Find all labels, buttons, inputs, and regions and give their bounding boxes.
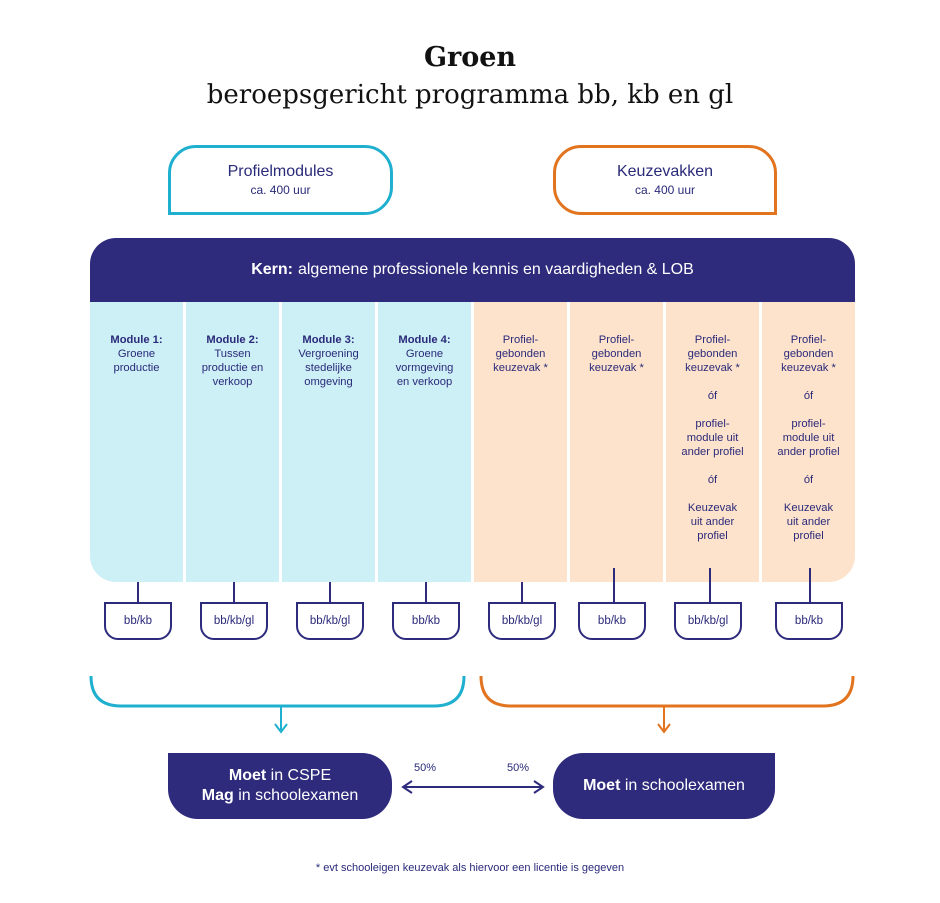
footnote: * evt schooleigen keuzevak als hiervoor … <box>315 862 625 874</box>
profielmodules-header: Profielmodules ca. 400 uur <box>168 145 393 215</box>
right-bracket <box>479 675 855 708</box>
column-keuzevak-1: Profiel- gebonden keuzevak * <box>474 302 567 582</box>
left-bracket-arrowhead <box>274 723 288 734</box>
column-text: gebonden <box>783 348 834 360</box>
column-text: profiel <box>793 530 824 542</box>
column-text: gebonden <box>687 348 738 360</box>
connector-line <box>521 582 523 602</box>
column-module-4: Module 4: Groene vormgeving en verkoop <box>378 302 471 582</box>
exam-bold: Mag <box>201 787 234 804</box>
connector-line <box>137 582 139 602</box>
column-text: Vergroening <box>298 348 359 360</box>
column-module-1: Module 1: Groene productie <box>90 302 183 582</box>
percent-left: 50% <box>414 762 437 774</box>
column-text: Groene <box>405 348 444 360</box>
column-text: óf <box>707 390 718 402</box>
keuzevakken-title: Keuzevakken <box>616 163 714 180</box>
column-text: Tussen <box>214 348 251 360</box>
connector-line <box>425 582 427 602</box>
column-text: Keuzevak <box>783 502 834 514</box>
double-arrow-left-head <box>401 780 413 794</box>
profielmodules-title: Profielmodules <box>227 163 334 180</box>
column-text: uit ander <box>690 516 735 528</box>
column-text: gebonden <box>495 348 546 360</box>
connector-line <box>613 568 615 602</box>
column-keuzevak-2: Profiel- gebonden keuzevak * <box>570 302 663 582</box>
kern-text: algemene professionele kennis en vaardig… <box>297 261 694 278</box>
column-text: óf <box>707 474 718 486</box>
column-module-2: Module 2: Tussen productie en verkoop <box>186 302 279 582</box>
exam-text: in schoolexamen <box>238 787 359 804</box>
column-text: verkoop <box>212 376 253 388</box>
exam-box-cspe: Moet in CSPE Mag in schoolexamen <box>168 753 392 819</box>
kern-label: Kern: <box>251 261 293 278</box>
column-text: Profiel- <box>502 334 539 346</box>
column-module-3: Module 3: Vergroening stedelijke omgevin… <box>282 302 375 582</box>
column-text: profiel- <box>791 418 826 430</box>
connector-line <box>329 582 331 602</box>
level-tag: bb/kb/gl <box>296 602 364 640</box>
kern-banner: Kern: algemene professionele kennis en v… <box>90 238 855 302</box>
keuzevakken-hours: ca. 400 uur <box>634 183 696 197</box>
diagram-subtitle: beroepsgericht programma bb, kb en gl <box>206 80 734 110</box>
column-text: productie en <box>201 362 264 374</box>
column-text: profiel <box>697 530 728 542</box>
exam-bold: Moet <box>228 767 267 784</box>
column-keuzevak-3: Profiel- gebonden keuzevak * óf profiel-… <box>666 302 759 582</box>
column-text: ander profiel <box>777 446 840 458</box>
connector-line <box>809 568 811 602</box>
exam-bold: Moet <box>583 777 621 794</box>
column-label: Module 4: <box>398 334 451 346</box>
column-text: uit ander <box>786 516 831 528</box>
column-text: vormgeving <box>395 362 454 374</box>
right-bracket-arrowhead <box>657 723 671 734</box>
column-label: Module 1: <box>110 334 163 346</box>
column-keuzevak-4: Profiel- gebonden keuzevak * óf profiel-… <box>762 302 855 582</box>
level-tag: bb/kb <box>775 602 843 640</box>
level-tag: bb/kb/gl <box>674 602 742 640</box>
column-text: óf <box>803 390 814 402</box>
column-text: stedelijke <box>305 362 352 374</box>
column-text: gebonden <box>591 348 642 360</box>
column-label: Module 2: <box>206 334 259 346</box>
percent-right: 50% <box>507 762 530 774</box>
column-text: keuzevak * <box>685 362 740 374</box>
column-text: en verkoop <box>396 376 453 388</box>
column-text: keuzevak * <box>589 362 644 374</box>
exam-text: in schoolexamen <box>624 777 745 794</box>
keuzevakken-header: Keuzevakken ca. 400 uur <box>553 145 777 215</box>
diagram-title: Groen <box>423 42 517 73</box>
left-bracket <box>89 675 466 708</box>
column-text: Profiel- <box>694 334 731 346</box>
column-text: óf <box>803 474 814 486</box>
profielmodules-hours: ca. 400 uur <box>250 183 311 197</box>
double-arrow-right-head <box>533 780 545 794</box>
column-text: Profiel- <box>790 334 827 346</box>
column-text: Profiel- <box>598 334 635 346</box>
connector-line <box>709 568 711 602</box>
level-tag: bb/kb <box>104 602 172 640</box>
level-tag: bb/kb <box>578 602 646 640</box>
column-text: profiel- <box>695 418 730 430</box>
column-text: ander profiel <box>681 446 744 458</box>
column-label: Module 3: <box>302 334 355 346</box>
exam-text: in CSPE <box>270 767 332 784</box>
level-tag: bb/kb/gl <box>488 602 556 640</box>
column-text: Groene <box>117 348 156 360</box>
exam-box-schoolexamen: Moet in schoolexamen <box>553 753 775 819</box>
column-text: module uit <box>782 432 835 444</box>
column-text: keuzevak * <box>493 362 548 374</box>
connector-line <box>233 582 235 602</box>
column-text: keuzevak * <box>781 362 836 374</box>
column-text: Keuzevak <box>687 502 738 514</box>
column-text: module uit <box>686 432 739 444</box>
column-text: productie <box>113 362 160 374</box>
level-tag: bb/kb <box>392 602 460 640</box>
column-text: omgeving <box>304 376 353 388</box>
level-tag: bb/kb/gl <box>200 602 268 640</box>
